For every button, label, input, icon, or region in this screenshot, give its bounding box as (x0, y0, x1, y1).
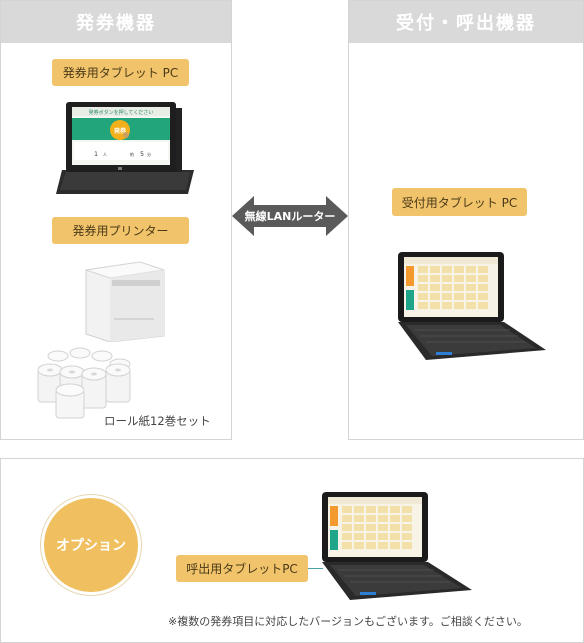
ticket-tablet-image: 発券ボタンを押してください 発券 1 人 約 5 分 (56, 102, 194, 194)
reception-equipment-panel: 受付・呼出機器 (348, 0, 584, 440)
tablet-screen-ticket-button: 発券 (114, 127, 127, 135)
paper-rolls-caption: ロール紙12巻セット (104, 414, 211, 428)
ticket-printer-tag: 発券用プリンター (52, 217, 189, 244)
wireless-router-connector: 無線LANルーター (232, 196, 348, 236)
paper-rolls-image (37, 347, 131, 419)
tablet-screen-prompt: 発券ボタンを押してください (89, 109, 154, 116)
option-badge: オプション (44, 498, 138, 592)
wireless-router-label: 無線LANルーター (244, 210, 336, 223)
ticket-equipment-title: 発券機器 (1, 1, 231, 43)
calling-tablet-tag: 呼出用タブレットPC (176, 555, 308, 582)
reception-tablet-tag: 受付用タブレット PC (392, 188, 527, 216)
double-arrow-icon (232, 196, 348, 236)
tablet-screen-time-prefix: 約 (130, 151, 134, 157)
tablet-screen-wait-count: 1 (94, 151, 98, 158)
option-connector-line (307, 568, 323, 569)
ticket-tablet-tag: 発券用タブレット PC (52, 59, 189, 86)
ticket-printer-image (85, 261, 165, 342)
reception-equipment-title: 受付・呼出機器 (349, 1, 583, 43)
reception-tablet-image (398, 252, 546, 360)
option-note: ※複数の発券項目に対応したバージョンもございます。ご相談ください。 (168, 615, 528, 628)
calling-tablet-image (322, 492, 472, 600)
tablet-screen-time-unit: 分 (147, 151, 151, 157)
tablet-screen-wait-unit: 人 (103, 152, 107, 157)
tablet-screen-time-value: 5 (140, 151, 144, 158)
